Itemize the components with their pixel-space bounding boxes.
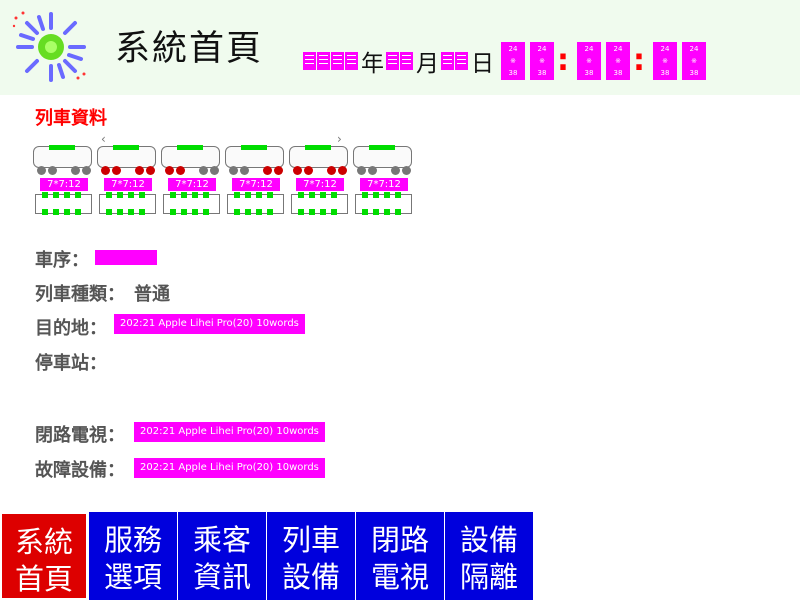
day-digit xyxy=(455,52,468,70)
year-digit xyxy=(303,52,316,70)
train-type-value: 普通 xyxy=(134,284,170,305)
month-digit xyxy=(386,52,399,70)
wheel-icon xyxy=(263,166,272,175)
bottom-nav: 系統首頁 服務選項 乘客資訊 列車設備 閉路電視 設備隔離 xyxy=(0,512,534,600)
nav-passenger-info-button[interactable]: 乘客資訊 xyxy=(178,512,266,600)
nav-cctv-button[interactable]: 閉路電視 xyxy=(356,512,444,600)
car-order-label: 車序： xyxy=(35,250,89,271)
car-light-indicator xyxy=(241,145,267,150)
cctv-label: 閉路電視： xyxy=(35,425,125,446)
month-digit xyxy=(400,52,413,70)
system-logo-icon xyxy=(12,11,86,82)
year-digit xyxy=(331,52,344,70)
train-car-3[interactable]: 7*7:12 xyxy=(161,136,220,218)
car-light-indicator xyxy=(369,145,395,150)
wheel-icon xyxy=(176,166,185,175)
wheel-icon xyxy=(48,166,57,175)
car-door-panel xyxy=(291,192,348,215)
month-unit: 月 xyxy=(416,51,439,77)
minute-digit: 24※38 xyxy=(606,42,630,80)
car-body xyxy=(225,145,284,168)
car-door-panel xyxy=(227,192,284,215)
direction-left-icon: ‹ xyxy=(101,132,106,146)
second-digit: 24※38 xyxy=(653,42,677,80)
nav-service-options-button[interactable]: 服務選項 xyxy=(89,512,177,600)
car-body xyxy=(97,145,156,168)
wheel-icon xyxy=(101,166,110,175)
wheel-icon xyxy=(71,166,80,175)
nav-train-equipment-button[interactable]: 列車設備 xyxy=(267,512,355,600)
car-label: 7*7:12 xyxy=(168,178,216,191)
date-time-display: 年 月 日 24※38 24※38 : 24※38 24※38 : 24※38 … xyxy=(303,42,706,80)
wheel-icon xyxy=(135,166,144,175)
wheel-icon xyxy=(391,166,400,175)
train-cars-diagram: 7*7:12 ‹ 7*7:12 7*7:12 xyxy=(33,132,423,218)
car-label: 7*7:12 xyxy=(360,178,408,191)
nav-equipment-isolation-button[interactable]: 設備隔離 xyxy=(445,512,533,600)
time-separator: : xyxy=(633,43,645,78)
wheel-icon xyxy=(146,166,155,175)
wheel-icon xyxy=(274,166,283,175)
wheel-icon xyxy=(338,166,347,175)
train-car-1[interactable]: 7*7:12 xyxy=(33,136,92,218)
car-label: 7*7:12 xyxy=(104,178,152,191)
wheel-icon xyxy=(402,166,411,175)
year-unit: 年 xyxy=(361,51,384,77)
page-title: 系統首頁 xyxy=(115,29,264,69)
car-body xyxy=(161,145,220,168)
wheel-icon xyxy=(240,166,249,175)
hour-digit: 24※38 xyxy=(501,42,525,80)
year-digit xyxy=(317,52,330,70)
wheel-icon xyxy=(293,166,302,175)
direction-right-icon: › xyxy=(337,132,342,146)
wheel-icon xyxy=(327,166,336,175)
day-digit xyxy=(441,52,454,70)
car-door-panel xyxy=(35,192,92,215)
train-car-4[interactable]: 7*7:12 xyxy=(225,136,284,218)
year-digit xyxy=(345,52,358,70)
train-car-5[interactable]: › 7*7:12 xyxy=(289,132,348,218)
car-light-indicator xyxy=(305,145,331,150)
car-label: 7*7:12 xyxy=(40,178,88,191)
car-body xyxy=(353,145,412,168)
cctv-value: 202:21 Apple Lihei Pro(20) 10words xyxy=(134,422,325,442)
car-door-panel xyxy=(163,192,220,215)
stopping-station-label: 停車站： xyxy=(35,353,107,374)
car-door-panel xyxy=(355,192,412,215)
car-label: 7*7:12 xyxy=(296,178,344,191)
day-unit: 日 xyxy=(471,51,494,77)
wheel-icon xyxy=(304,166,313,175)
car-body xyxy=(33,145,92,168)
car-order-value xyxy=(95,250,157,265)
destination-value: 202:21 Apple Lihei Pro(20) 10words xyxy=(114,314,305,334)
faulty-equipment-value: 202:21 Apple Lihei Pro(20) 10words xyxy=(134,458,325,478)
car-light-indicator xyxy=(49,145,75,150)
time-separator: : xyxy=(557,43,569,78)
car-body xyxy=(289,145,348,168)
wheel-icon xyxy=(199,166,208,175)
hour-digit: 24※38 xyxy=(530,42,554,80)
wheel-icon xyxy=(37,166,46,175)
wheel-icon xyxy=(165,166,174,175)
train-car-2[interactable]: ‹ 7*7:12 xyxy=(97,132,156,218)
minute-digit: 24※38 xyxy=(577,42,601,80)
car-door-panel xyxy=(99,192,156,215)
car-light-indicator xyxy=(177,145,203,150)
second-digit: 24※38 xyxy=(682,42,706,80)
wheel-icon xyxy=(229,166,238,175)
wheel-icon xyxy=(210,166,219,175)
car-light-indicator xyxy=(113,145,139,150)
nav-system-home-button[interactable]: 系統首頁 xyxy=(0,512,88,600)
faulty-equipment-label: 故障設備： xyxy=(35,460,125,481)
wheel-icon xyxy=(368,166,377,175)
wheel-icon xyxy=(357,166,366,175)
wheel-icon xyxy=(112,166,121,175)
wheel-icon xyxy=(82,166,91,175)
train-type-label: 列車種類： xyxy=(35,284,125,305)
train-info-heading: 列車資料 xyxy=(35,108,107,129)
car-label: 7*7:12 xyxy=(232,178,280,191)
train-car-6[interactable]: 7*7:12 xyxy=(353,136,412,218)
header-bar: 系統首頁 年 月 日 24※38 24※38 : 24※38 24※38 : 2… xyxy=(0,0,800,95)
destination-label: 目的地： xyxy=(35,318,107,339)
